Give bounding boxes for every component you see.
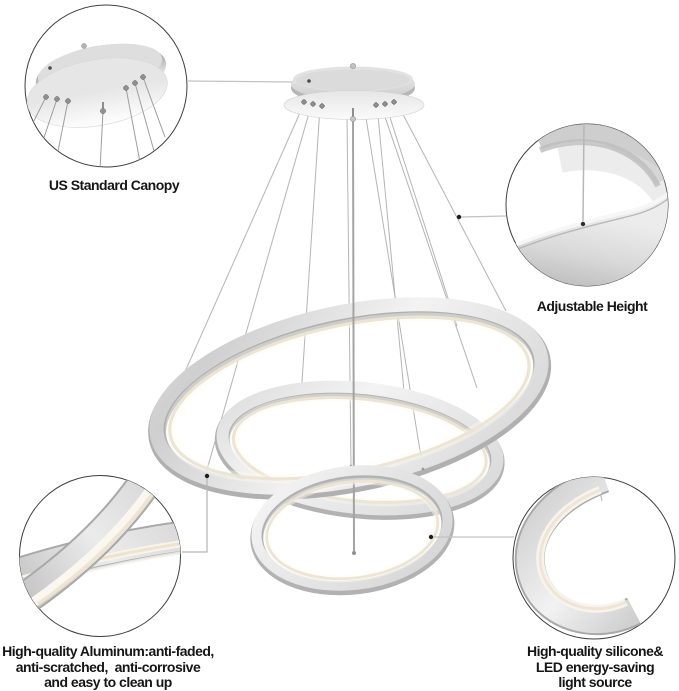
canopy-top-screw xyxy=(350,63,356,69)
led-label-line1: High-quality silicone& xyxy=(526,643,664,659)
callout-led xyxy=(512,476,676,640)
connector-height-dot xyxy=(456,214,462,220)
callout-height xyxy=(505,123,669,287)
led-label-line3: light source xyxy=(558,674,632,691)
led-label: High-quality silicone& LED energy-saving… xyxy=(526,643,664,691)
aluminum-label-line3: and easy to clean up xyxy=(44,674,172,691)
height-label: Adjustable Height xyxy=(536,298,648,314)
canopy-label: US Standard Canopy xyxy=(48,177,180,193)
ceiling-canopy xyxy=(283,63,425,122)
aluminum-label-line2: anti-scratched, anti-corrosive xyxy=(15,658,201,675)
connector-canopy xyxy=(187,80,293,83)
callout-canopy xyxy=(24,4,188,168)
connector-aluminum xyxy=(182,478,208,553)
aluminum-label: High-quality Aluminum:anti-faded, anti-s… xyxy=(2,643,214,691)
connector-led-dot xyxy=(428,534,434,540)
connector-lines xyxy=(182,80,514,553)
led-label-line2: LED energy-saving xyxy=(535,658,655,675)
callout-aluminum xyxy=(19,475,181,637)
aluminum-label-line1: High-quality Aluminum:anti-faded, xyxy=(2,643,214,659)
connector-aluminum-dot xyxy=(204,473,210,479)
connector-height xyxy=(460,215,507,218)
canopy-screws xyxy=(301,99,397,109)
ring-small xyxy=(250,465,455,596)
suspension-wires xyxy=(171,102,507,474)
